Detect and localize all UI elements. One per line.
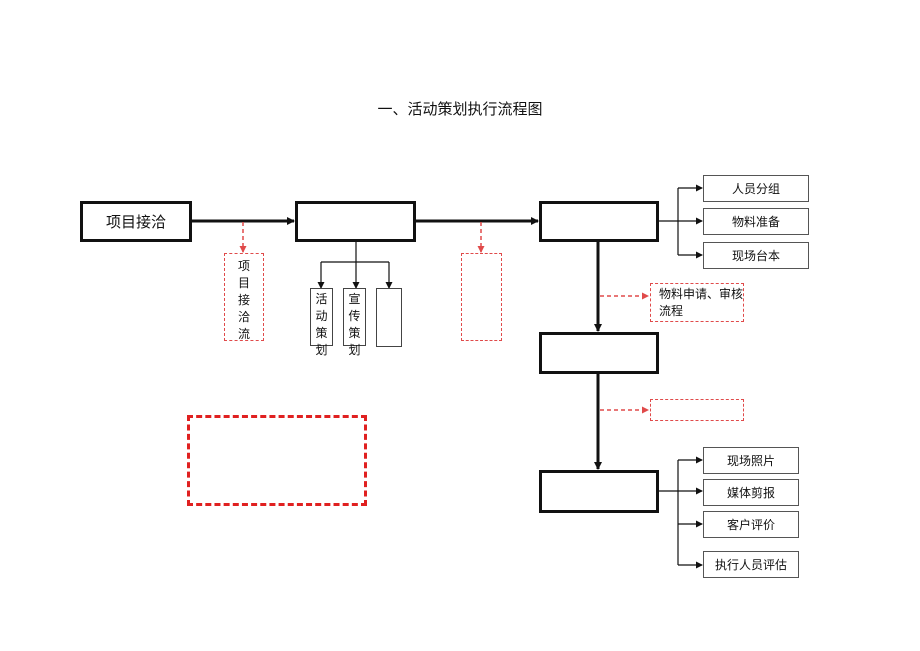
activity-plan-char: 动 <box>315 309 328 323</box>
node-onsite-script: 现场台本 <box>703 242 809 269</box>
activity-plan-char: 策 <box>315 326 328 340</box>
node-activity-plan: 活 动 策 划 <box>310 288 333 357</box>
node-empty-note <box>461 253 502 341</box>
promo-plan-char: 宣 <box>348 292 361 306</box>
promo-plan-char: 划 <box>348 343 361 357</box>
promo-plan-char: 策 <box>348 326 361 340</box>
promo-plan-char: 传 <box>348 309 361 323</box>
node-preparation <box>539 201 659 242</box>
material-note-line: 流程 <box>659 304 684 318</box>
node-wrapup <box>539 470 659 513</box>
node-staff-grouping: 人员分组 <box>703 175 809 202</box>
node-material-note: 物料申请、审核 流程 <box>650 283 744 322</box>
node-media-clips: 媒体剪报 <box>703 479 799 506</box>
activity-plan-char: 活 <box>315 292 328 306</box>
activity-plan-char: 划 <box>315 343 328 357</box>
node-staff-assessment: 执行人员评估 <box>703 551 799 578</box>
node-start-note: 项 目 接 洽 流 <box>224 253 264 341</box>
node-material-prep: 物料准备 <box>703 208 809 235</box>
start-note-char: 接 <box>237 293 250 307</box>
node-branch-empty <box>376 288 402 347</box>
node-client-review: 客户评价 <box>703 511 799 538</box>
start-note-char: 流 <box>237 327 250 341</box>
large-dashed-placeholder <box>187 415 367 506</box>
start-note-char: 目 <box>237 276 250 290</box>
node-start: 项目接洽 <box>80 201 192 242</box>
start-note-char: 洽 <box>237 310 250 324</box>
material-note-line: 物料申请、审核 <box>659 287 744 301</box>
start-note-char: 项 <box>237 259 250 273</box>
page-title: 一、活动策划执行流程图 <box>377 100 543 118</box>
node-execution <box>539 332 659 374</box>
node-onsite-photos: 现场照片 <box>703 447 799 474</box>
node-planning <box>295 201 416 242</box>
node-promo-plan: 宣 传 策 划 <box>343 288 366 357</box>
node-empty-side-note <box>650 399 744 421</box>
